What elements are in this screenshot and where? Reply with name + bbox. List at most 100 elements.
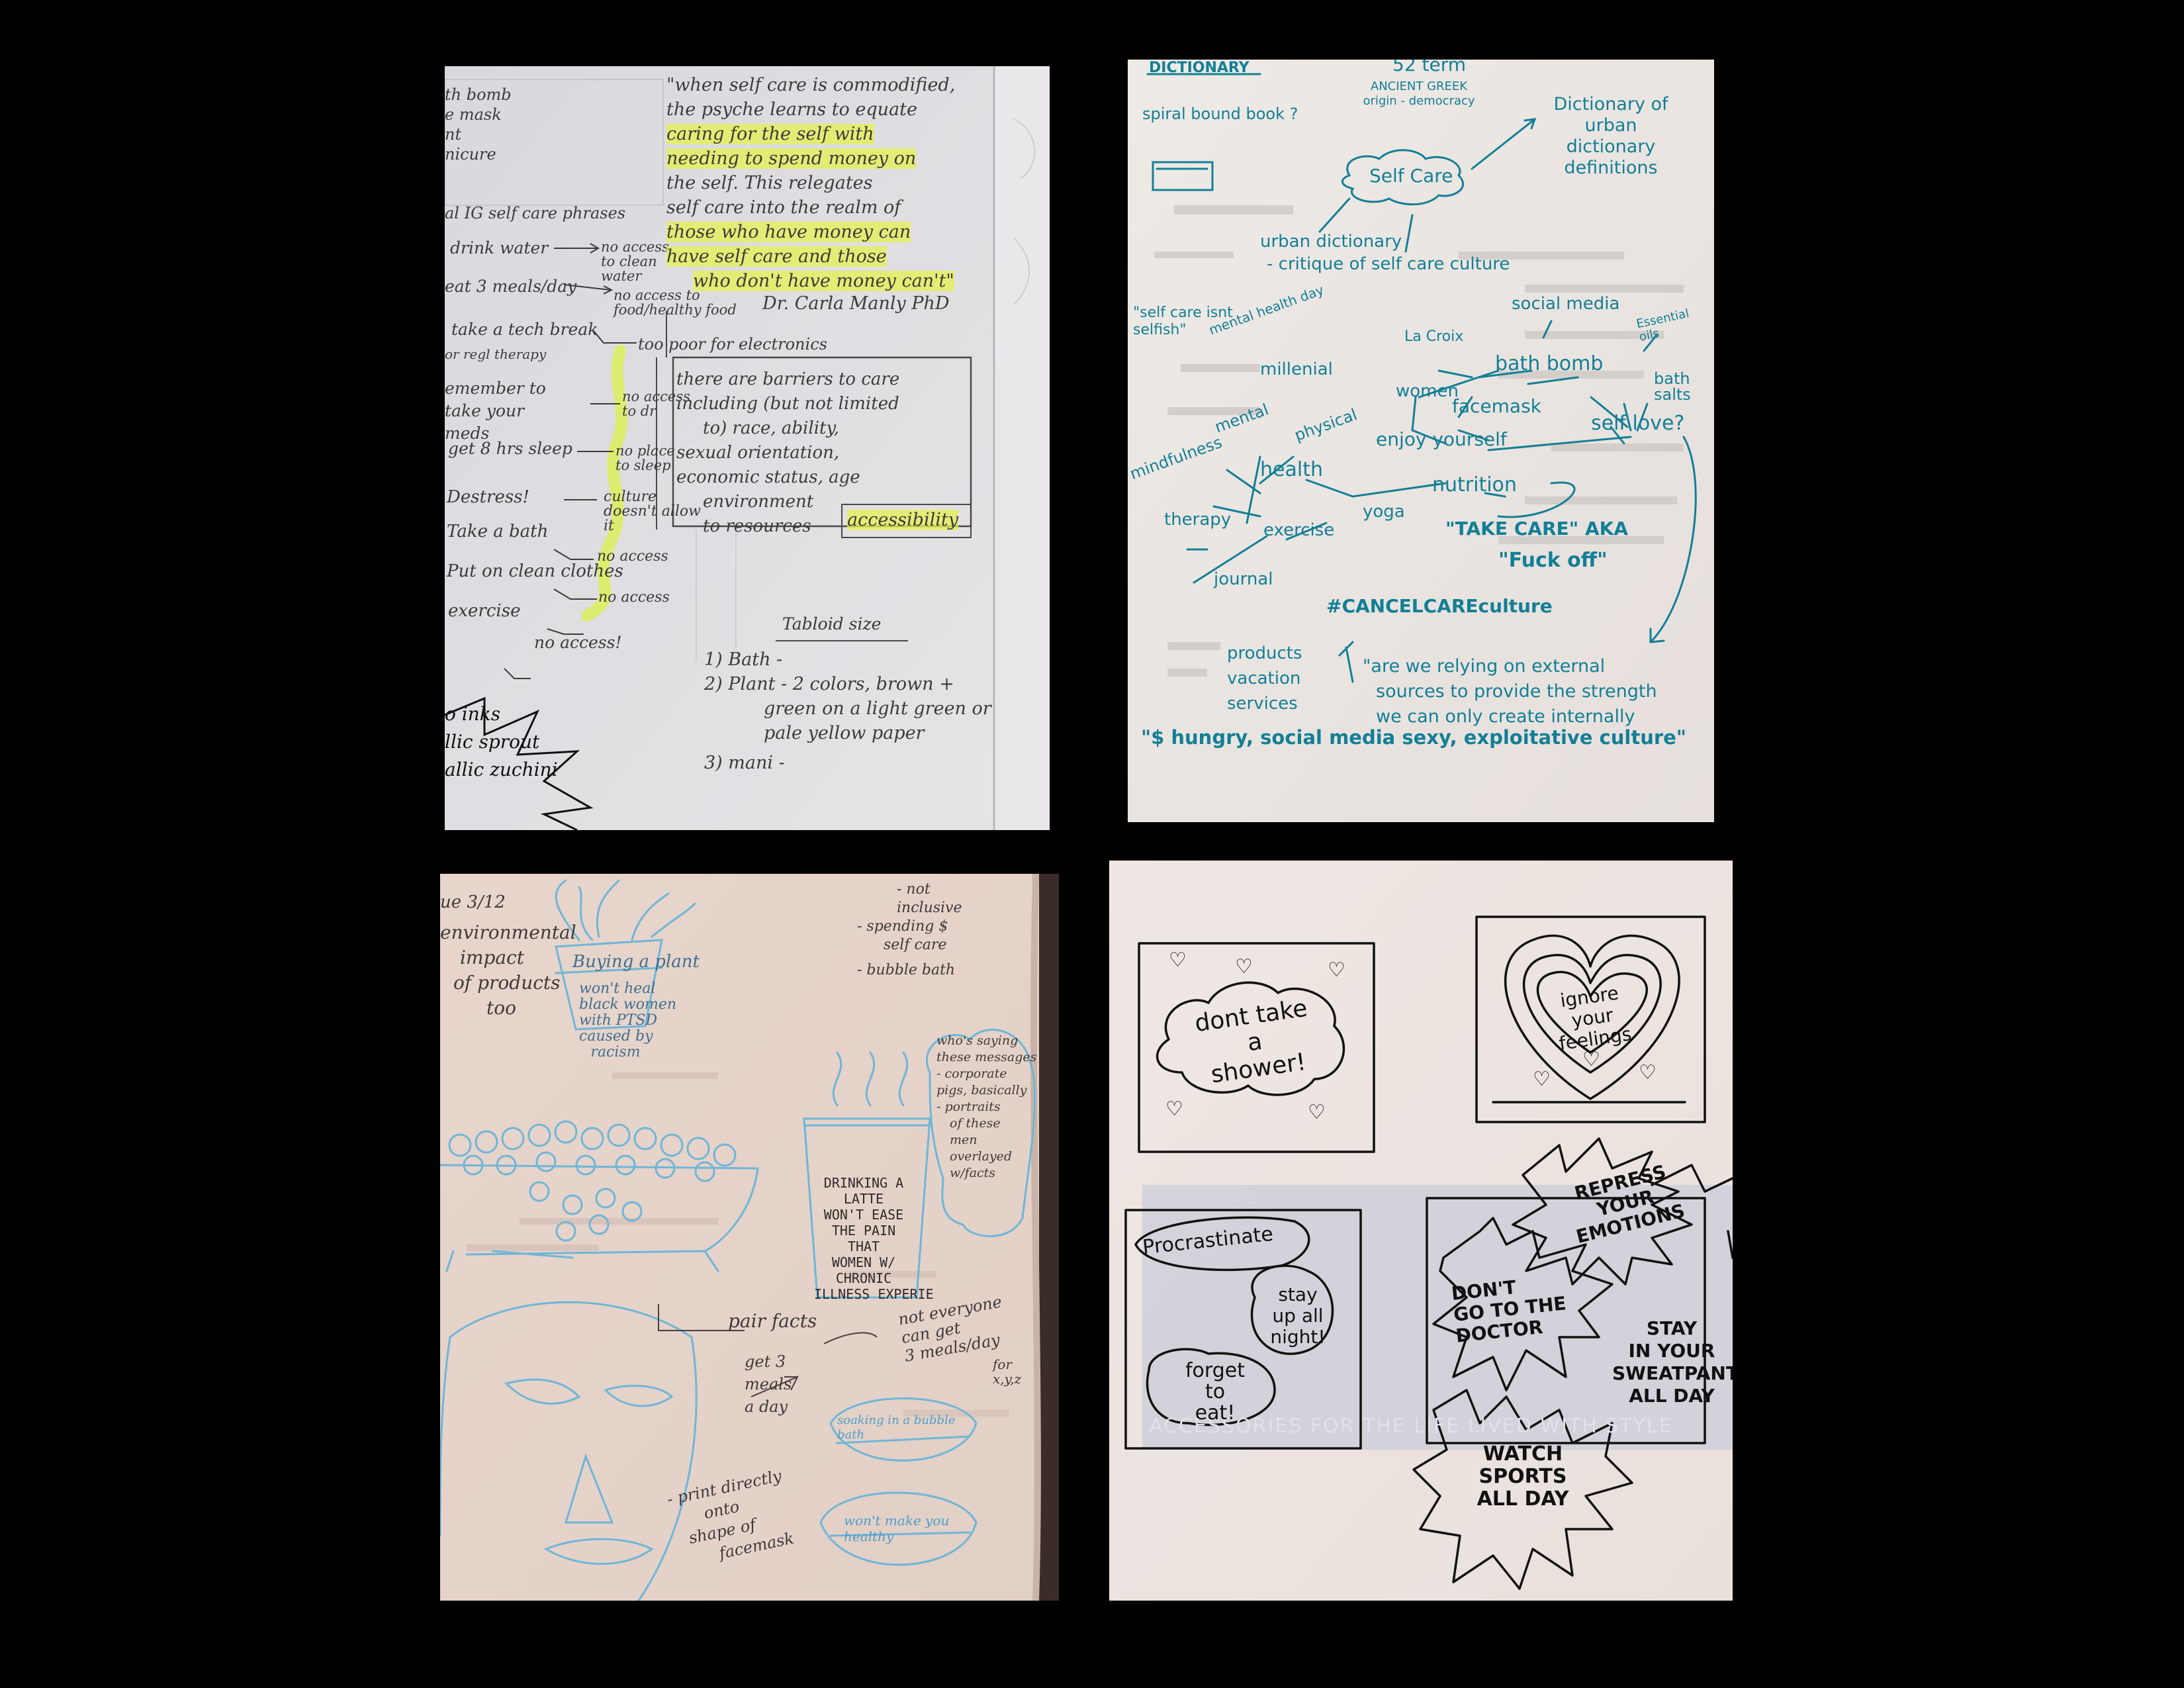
quote-line: the psyche learns to equate [666, 99, 917, 120]
phrase-result: no access [598, 589, 670, 606]
barriers-line: including (but not limited [676, 394, 899, 414]
ignore-feelings-text: ignore your feelings [1545, 980, 1639, 1055]
starburst-text: o inks llic sprout allic zuchini [445, 700, 558, 784]
watch-sports-text: WATCH SPORTS ALL DAY [1467, 1443, 1579, 1511]
exercise-label: exercise [1263, 520, 1335, 540]
urban-dictionary-label: urban dictionary [1260, 232, 1402, 252]
quote-line: the self. This relegates [666, 173, 873, 193]
quote-line: needing to spend money on [666, 148, 917, 169]
tabloid-list: 1) Bath - 2) Plant - 2 colors, brown + g… [704, 647, 991, 775]
latte-line: THAT [847, 1239, 880, 1254]
sketchbook-photo-self-care-phrases: th bomb e mask nt nicure al IG self care… [445, 66, 1050, 830]
bath-salts: bath salts [1654, 369, 1691, 404]
sports-line: SPORTS [1479, 1465, 1567, 1488]
whos-line: - corporate [936, 1066, 1007, 1081]
term-count-text: 52 term [1392, 60, 1467, 75]
quote-line: self care into the realm of [666, 197, 901, 218]
take-care-aka: "TAKE CARE" AKA [1445, 518, 1629, 539]
barriers-line: there are barriers to care [676, 369, 900, 389]
dont-go-doctor-text: DON'T GO TO THE DOCTOR [1450, 1272, 1569, 1347]
side-list-item: nt [445, 125, 462, 144]
stay-up-line: up all [1272, 1305, 1324, 1327]
whos-line: men [950, 1133, 978, 1147]
buying-plant-label: Buying a plant [572, 952, 700, 972]
critique-label: - critique of self care culture [1267, 254, 1510, 274]
tabloid-item: 2) Plant - 2 colors, brown + [704, 674, 954, 694]
pot-line: black women [579, 996, 677, 1013]
barriers-line: environment [703, 492, 814, 512]
women: women [1396, 381, 1459, 401]
quote-line: have self care and those [666, 246, 887, 267]
latte-line: ILLNESS EXPERIE [814, 1286, 934, 1302]
social-media: social media [1512, 294, 1620, 314]
latte-line: LATTE [843, 1191, 884, 1207]
quote-line: caring for the self with [666, 124, 874, 144]
tabloid-item: 1) Bath - [704, 649, 783, 670]
phrase-label: emember to take your meds [445, 379, 546, 443]
facemask: facemask [1452, 395, 1541, 417]
svg-text:♡: ♡ [1328, 959, 1345, 982]
sketchbook-photo-product-sketches: ue 3/12 environmental impact of products… [440, 874, 1059, 1601]
environmental-impact-note: environmental impact of products too [440, 920, 576, 1021]
paper-background [1128, 60, 1714, 822]
quote-line: "when self care is commodified, [666, 75, 956, 95]
phrase-label: exercise [448, 601, 521, 621]
health-label: health [1260, 458, 1323, 481]
svg-text:♡: ♡ [1639, 1061, 1657, 1084]
svg-text:♡: ♡ [1235, 955, 1253, 978]
bowl-wont-make-text: won't make you healthy [844, 1513, 950, 1544]
sweatpants-line: ALL DAY [1629, 1385, 1715, 1407]
carla-manly-quote: "when self care is commodified, the psyc… [666, 73, 955, 293]
whos-line: overlayed [950, 1149, 1013, 1164]
whos-line: who's saying [936, 1033, 1019, 1048]
phrase-result: culture doesn't allow it [604, 489, 701, 534]
sports-line: ALL DAY [1477, 1487, 1569, 1511]
external-line: "are we relying on external [1363, 656, 1606, 677]
phrase-label: take a tech break [451, 320, 598, 339]
side-list: th bomb e mask nt nicure [445, 85, 512, 164]
self-care-cloud-label: Self Care [1369, 165, 1453, 187]
external-line: sources to provide the strength [1376, 681, 1657, 702]
phrase-result: no place to sleep [615, 443, 675, 473]
nutrition-label: nutrition [1432, 473, 1517, 496]
svg-text:♡: ♡ [1169, 949, 1187, 972]
ancient-greek-note: ANCIENT GREEK origin - democracy [1363, 79, 1475, 108]
whos-line: of these [950, 1116, 1001, 1131]
ig-phrases-heading: al IG self care phrases [445, 204, 626, 222]
get-3-meals: get 3 meals a day [745, 1350, 792, 1418]
sketchbook-photo-mind-map: DICTIONARY 52 term spiral bound book ? A… [1128, 60, 1714, 822]
phrase-label: eat 3 meals/day [445, 277, 577, 296]
latte-line: CHRONIC [835, 1270, 892, 1286]
latte-line: WON'T EASE [823, 1207, 904, 1223]
whos-line: these messages [936, 1050, 1037, 1064]
barriers-line: to) race, ability, [703, 418, 839, 438]
stay-in-sweatpants-text: STAY IN YOUR SWEATPANTS ALL DAY [1612, 1317, 1733, 1407]
pot-line: won't heal [579, 980, 656, 997]
bath-bomb: bath bomb [1495, 352, 1604, 375]
products-item: vacation [1227, 669, 1301, 688]
not-selfish-quote: "self care isnt selfish" [1133, 305, 1233, 338]
la-croix: La Croix [1404, 328, 1464, 345]
phrase-result: no access to dr [622, 389, 690, 419]
yoga-label: yoga [1363, 502, 1405, 522]
forget-to-eat-text: forget to eat! [1162, 1360, 1268, 1424]
spiral-note: spiral bound book ? [1142, 105, 1298, 123]
tabloid-heading: Tabloid size [782, 614, 882, 633]
latte-cup-text: DRINKING A LATTE WON'T EASE THE PAIN THA… [814, 1175, 934, 1302]
plant-pot-text: won't heal black women with PTSD caused … [579, 980, 677, 1060]
note-line: inclusive [897, 900, 962, 916]
barriers-text: there are barriers to care including (bu… [676, 367, 899, 539]
stay-up-line: stay [1278, 1284, 1318, 1305]
phrase-label: Destress! [447, 487, 529, 507]
millenial: millenial [1260, 359, 1333, 379]
note-line: self care [884, 937, 947, 953]
side-list-item: nicure [445, 145, 496, 164]
meals-line: get 3 [745, 1352, 786, 1371]
barriers-line: economic status, age [676, 467, 860, 487]
stay-up-line: night! [1270, 1326, 1326, 1348]
burst-line: llic sprout [445, 731, 540, 753]
latte-line: THE PAIN [831, 1223, 896, 1239]
burst-line: allic zuchini [445, 759, 558, 780]
sweatpants-line: IN YOUR [1628, 1340, 1715, 1362]
products-list: products vacation services [1227, 641, 1302, 716]
